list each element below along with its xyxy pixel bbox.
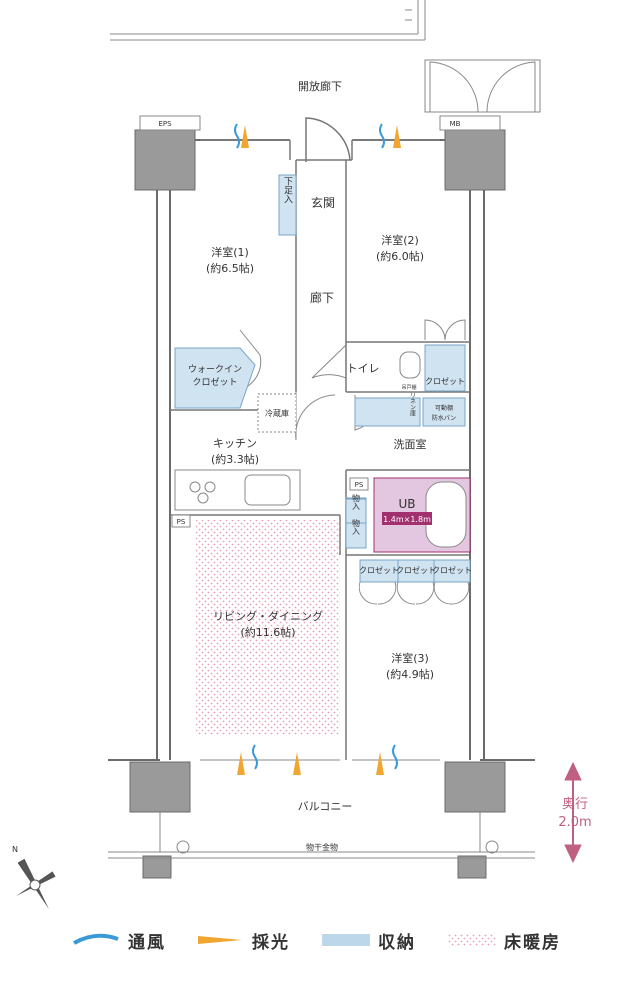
label-ub-size: 1.4m×1.8m xyxy=(383,515,431,524)
label-closet-1: クロゼット xyxy=(359,565,399,575)
front-door xyxy=(289,117,353,162)
label-walkin-2: クロゼット xyxy=(192,376,237,388)
storage-swatch-icon xyxy=(322,934,370,946)
mb-doors xyxy=(424,59,541,113)
label-room1: 洋室(1) xyxy=(211,245,249,259)
eps-box xyxy=(139,115,201,131)
label-north: N xyxy=(12,845,18,854)
ps-box-2 xyxy=(171,514,191,528)
light-swatch-icon xyxy=(198,936,242,944)
legend-light-label: 採光 xyxy=(252,932,290,953)
floor-plan: 開放廊下 EPS MB 下足入 玄関 洋室(1) (約6.5帖) 洋室(2) (… xyxy=(12,0,592,910)
legend: 通風 採光 収納 床暖房 xyxy=(0,910,641,970)
label-waterproof-pan: 防水パン xyxy=(432,414,456,422)
label-room1-size: (約6.5帖) xyxy=(206,261,254,275)
legend-heating-label: 床暖房 xyxy=(504,932,561,953)
label-balcony: バルコニー xyxy=(298,800,353,813)
toilet-fixture xyxy=(399,351,421,379)
mb-box xyxy=(439,115,501,131)
ps-box-1 xyxy=(349,477,369,491)
legend-storage-label: 収納 xyxy=(378,932,416,953)
legend-storage: 収納 xyxy=(322,928,416,953)
label-washroom: 洗面室 xyxy=(394,437,427,451)
label-mb: MB xyxy=(450,120,461,128)
label-closet-toilet: クロゼット xyxy=(425,376,465,386)
label-ub: UB xyxy=(398,497,415,511)
vent-markers xyxy=(234,123,398,770)
floor-heating-area xyxy=(196,520,340,735)
label-drying-rack: 物干金物 xyxy=(306,842,338,852)
unit-bath xyxy=(373,477,471,553)
label-hallway: 廊下 xyxy=(310,290,334,305)
label-ps-2: PS xyxy=(177,518,186,526)
label-room3-size: (約4.9帖) xyxy=(386,667,434,681)
fridge-area xyxy=(257,393,297,433)
label-room2: 洋室(2) xyxy=(381,233,419,247)
legend-light: 採光 xyxy=(196,928,290,953)
label-kitchen-size: (約3.3帖) xyxy=(211,452,259,466)
label-room3: 洋室(3) xyxy=(391,651,429,665)
label-shoe-box: 下足入 xyxy=(282,177,293,204)
label-depth-value: 2.0m xyxy=(558,815,591,830)
label-storage-1: 物入 xyxy=(352,493,361,510)
label-room2-size: (約6.0帖) xyxy=(376,249,424,263)
light-markers xyxy=(237,125,401,775)
compass xyxy=(15,858,56,910)
label-movable-shelf: 可動棚 xyxy=(435,404,453,412)
legend-heating: 床暖房 xyxy=(448,928,561,953)
label-living: リビング・ダイニング xyxy=(213,609,323,623)
label-toilet: トイレ xyxy=(347,362,380,375)
legend-vent: 通風 xyxy=(72,928,166,953)
label-entrance: 玄関 xyxy=(311,195,335,210)
label-closet-2: クロゼット xyxy=(396,565,436,575)
columns xyxy=(129,129,506,879)
label-depth: 奥行 xyxy=(562,797,588,812)
label-kitchen: キッチン xyxy=(213,437,257,450)
balcony-railing xyxy=(108,812,535,859)
label-ps-1: PS xyxy=(355,481,364,489)
label-storage-2: 物入 xyxy=(352,518,361,535)
legend-vent-label: 通風 xyxy=(128,932,166,953)
kitchen-counter xyxy=(174,469,301,511)
label-hanging-shelf: 吊戸棚 xyxy=(401,384,416,391)
label-corridor: 開放廊下 xyxy=(298,79,342,93)
vent-swatch-icon xyxy=(73,933,119,945)
heating-swatch-icon xyxy=(448,934,496,946)
label-walkin-1: ウォークイン xyxy=(188,364,242,375)
storage-box-2 xyxy=(345,498,367,524)
label-linen: リネン庫 xyxy=(409,392,416,417)
upper-building-edge xyxy=(110,0,426,41)
label-eps: EPS xyxy=(158,120,172,128)
label-closet-3: クロゼット xyxy=(432,565,472,575)
label-living-size: (約11.6帖) xyxy=(240,625,295,639)
label-fridge: 冷蔵庫 xyxy=(265,408,289,418)
depth-arrow xyxy=(564,761,582,864)
